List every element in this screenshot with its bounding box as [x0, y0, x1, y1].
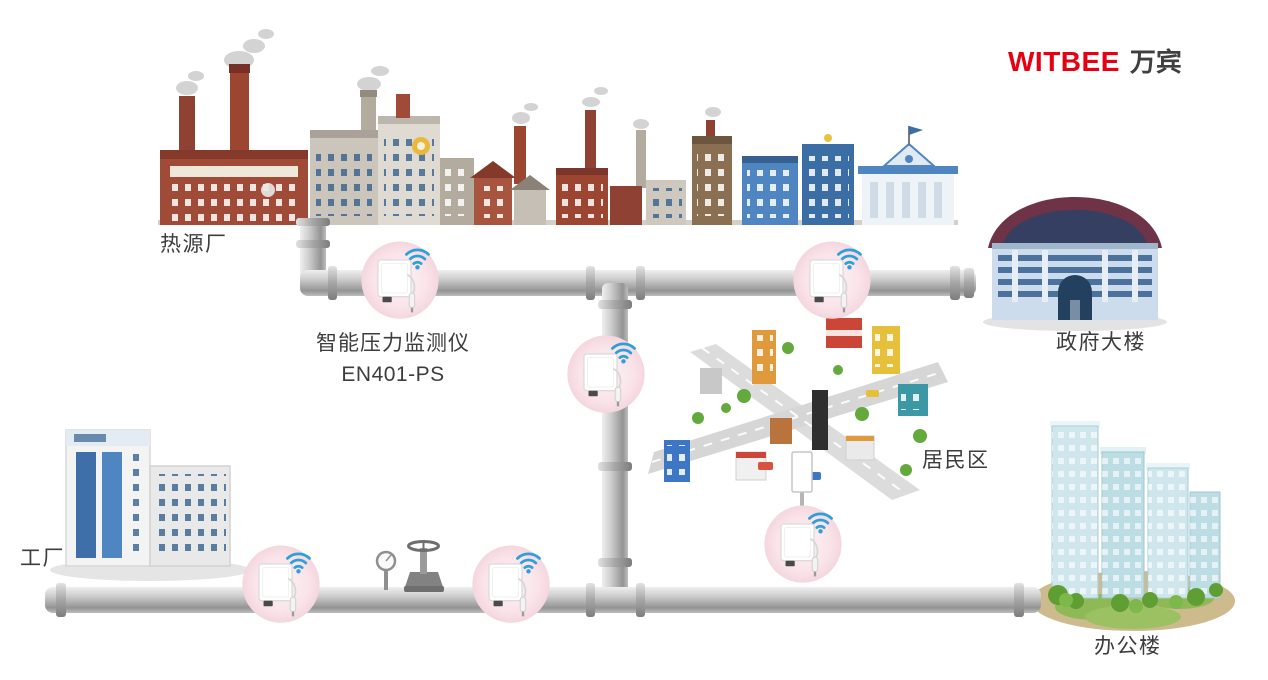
sensor-name-text: 智能压力监测仪	[316, 332, 470, 355]
gauge-stem	[384, 566, 388, 590]
label-government-building: 政府大楼	[1056, 331, 1146, 354]
pressure-sensor	[470, 544, 552, 625]
factory-illustration	[50, 429, 250, 581]
valve-body	[404, 572, 444, 590]
logo-wanbin: 万宾	[1129, 47, 1182, 77]
pressure-sensor	[762, 504, 844, 585]
logo-witbee: WITBEE	[1008, 46, 1120, 77]
smoke-puffs	[176, 29, 721, 129]
government-building-illustration	[983, 197, 1167, 331]
label-pressure-sensor: 智能压力监测仪 EN401-PS	[288, 328, 498, 390]
label-residential-area: 居民区	[922, 449, 990, 472]
label-factory: 工厂	[20, 547, 65, 570]
residential-illustration	[648, 318, 948, 524]
trees	[692, 342, 927, 476]
office-buildings-illustration	[1031, 421, 1235, 631]
label-office-building: 办公楼	[1094, 635, 1162, 658]
pole-mounted-device	[791, 451, 813, 493]
valve-and-gauge	[375, 540, 444, 592]
heat-plant-illustration	[158, 29, 958, 225]
logo: WITBEE 万宾	[1008, 42, 1182, 79]
pressure-sensor	[359, 240, 441, 321]
pressure-sensor	[565, 334, 647, 415]
label-heat-source-plant: 热源厂	[160, 233, 228, 256]
pressure-sensor	[791, 240, 873, 321]
pressure-sensor	[240, 544, 322, 625]
sensor-model-text: EN401-PS	[341, 363, 445, 386]
